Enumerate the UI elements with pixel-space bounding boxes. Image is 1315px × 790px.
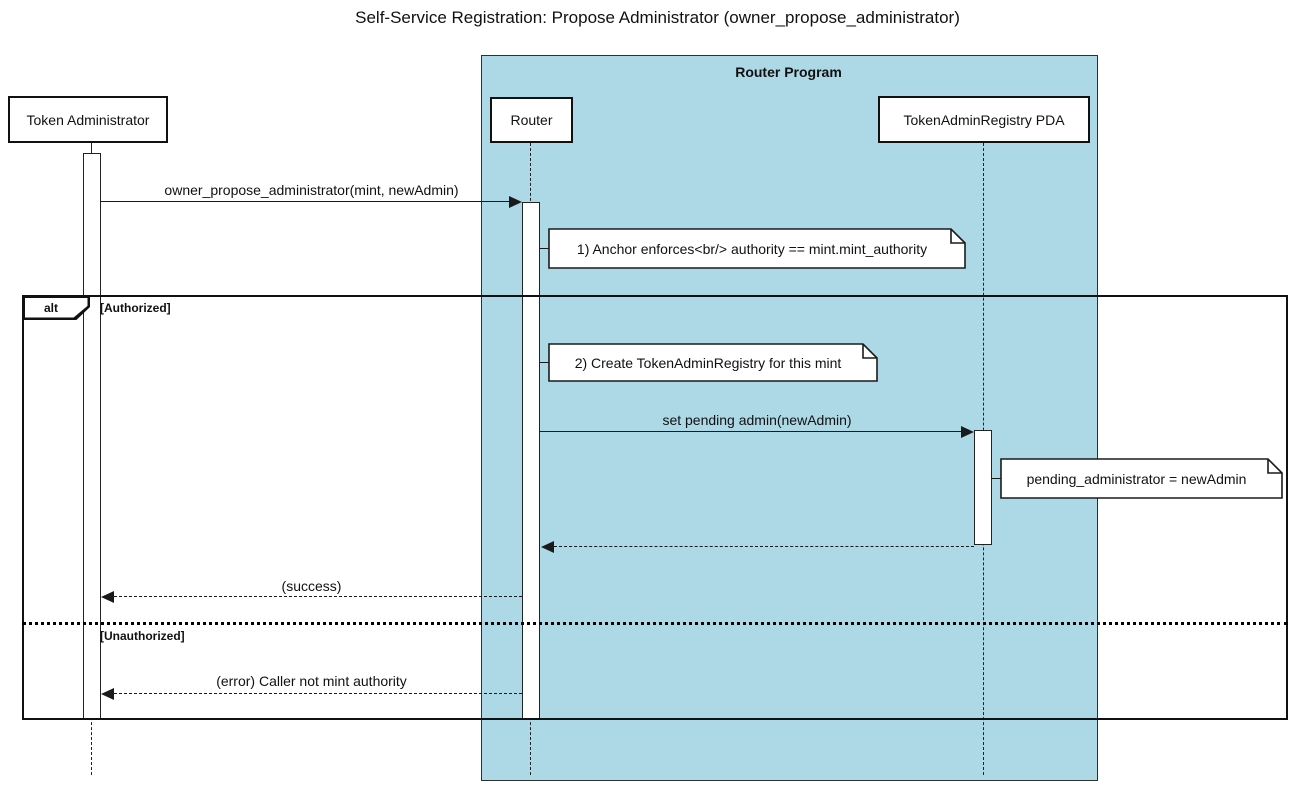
note-shape bbox=[548, 228, 966, 269]
message-propose-arrowhead bbox=[509, 196, 522, 208]
note-pending-administrator-connector bbox=[991, 478, 1001, 479]
alt-section-divider bbox=[22, 622, 1288, 625]
alt-condition-authorized: [Authorized] bbox=[100, 301, 171, 315]
alt-operator-label: alt bbox=[24, 297, 88, 318]
note-anchor-enforces-text: 1) Anchor enforces<br/> authority == min… bbox=[576, 240, 928, 257]
actor-token-administrator-label: Token Administrator bbox=[26, 111, 150, 128]
actor-router: Router bbox=[490, 97, 573, 143]
note-pending-administrator-text: pending_administrator = newAdmin bbox=[1026, 470, 1247, 487]
message-error-line bbox=[114, 693, 522, 694]
message-success-arrowhead bbox=[101, 591, 114, 603]
note-pending-administrator: pending_administrator = newAdmin bbox=[1000, 458, 1283, 499]
group-router-program bbox=[481, 55, 1098, 781]
alt-condition-unauthorized: [Unauthorized] bbox=[100, 629, 185, 643]
message-set-pending-label: set pending admin(newAdmin) bbox=[662, 412, 852, 428]
note-create-registry: 2) Create TokenAdminRegistry for this mi… bbox=[548, 343, 878, 382]
actor-token-admin-registry-pda-label: TokenAdminRegistry PDA bbox=[903, 111, 1065, 128]
message-success-line bbox=[114, 596, 522, 597]
group-router-program-label: Router Program bbox=[735, 64, 842, 80]
note-anchor-enforces-connector bbox=[539, 248, 549, 249]
message-return-pda-line bbox=[554, 546, 974, 547]
message-success-label: (success) bbox=[281, 578, 342, 594]
lifeline-stub-token-administrator bbox=[91, 143, 92, 153]
diagram-title: Self-Service Registration: Propose Admin… bbox=[355, 8, 960, 27]
message-set-pending-arrowhead bbox=[961, 426, 974, 438]
note-create-registry-connector bbox=[539, 362, 549, 363]
alt-operator-pentagon: alt bbox=[22, 295, 90, 320]
message-error-arrowhead bbox=[101, 688, 114, 700]
note-shape bbox=[548, 343, 878, 382]
actor-router-label: Router bbox=[510, 112, 553, 128]
activation-token-admin-registry-pda bbox=[974, 430, 992, 545]
message-set-pending-line bbox=[540, 431, 963, 432]
note-anchor-enforces: 1) Anchor enforces<br/> authority == min… bbox=[548, 228, 966, 269]
message-propose-line bbox=[101, 201, 511, 202]
actor-token-admin-registry-pda: TokenAdminRegistry PDA bbox=[878, 96, 1090, 143]
actor-token-administrator: Token Administrator bbox=[8, 96, 168, 143]
note-create-registry-text: 2) Create TokenAdminRegistry for this mi… bbox=[574, 354, 842, 371]
note-shape bbox=[1000, 458, 1283, 499]
message-propose-label: owner_propose_administrator(mint, newAdm… bbox=[164, 182, 459, 198]
message-return-pda-arrowhead bbox=[541, 541, 554, 553]
message-error-label: (error) Caller not mint authority bbox=[216, 673, 407, 689]
alt-fragment-frame bbox=[22, 295, 1288, 720]
